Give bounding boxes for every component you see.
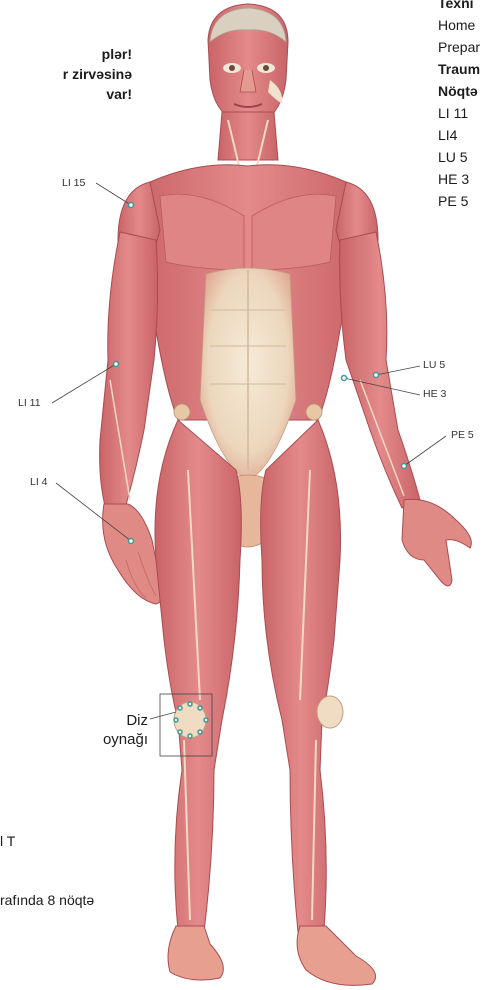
left-leg [155,420,241,980]
label-he3: HE 3 [423,388,446,400]
point-li4 [129,539,134,544]
right-item-1: Home [438,14,480,36]
right-subhead-2: Nöqtə [438,80,480,102]
knee-label-line-1: Diz [88,711,148,730]
bottom-line-1: l T [0,833,15,849]
right-point-1: LI 11 [438,102,480,124]
right-title: Texni [438,0,480,14]
left-arm [100,232,164,604]
knee-label-line-2: oynağı [88,730,148,749]
point-li11 [114,362,119,367]
label-li4: LI 4 [30,476,48,488]
knee-point-8 [174,718,178,722]
right-column: Texni Home Prepar Traum Nöqtə LI 11 LI4 … [438,0,480,212]
bottom-line-2: rafında 8 nöqtə [0,892,94,908]
label-lu5: LU 5 [423,359,445,371]
head [208,4,288,122]
right-point-3: LU 5 [438,146,480,168]
right-point-4: HE 3 [438,168,480,190]
right-arm [340,232,472,586]
point-pe5 [402,464,407,469]
knee-point-6 [188,734,192,738]
knee-point-1 [178,706,182,710]
heading-line-2: r zirvəsinə [0,64,132,84]
point-lu5 [374,373,379,378]
knee-point-5 [198,730,202,734]
neck [218,112,278,160]
point-li15 [129,203,134,208]
knee-point-2 [188,702,192,706]
heading-line-3: var! [0,84,132,104]
knee-label: Diz oynağı [88,711,148,749]
right-point-2: LI4 [438,124,480,146]
label-pe5: PE 5 [451,429,474,441]
point-he3 [342,376,347,381]
knee-point-4 [204,718,208,722]
right-item-2: Prepar [438,36,480,58]
label-li11: LI 11 [18,397,41,409]
right-leg [261,420,376,985]
heading-line-1: plər! [0,44,132,64]
knee-point-7 [178,730,182,734]
right-point-5: PE 5 [438,190,480,212]
label-li15: LI 15 [62,177,85,189]
torso [135,165,360,480]
heading-block: plər! r zirvəsinə var! [0,44,132,104]
knee-point-3 [198,706,202,710]
right-subhead-1: Traum [438,58,480,80]
